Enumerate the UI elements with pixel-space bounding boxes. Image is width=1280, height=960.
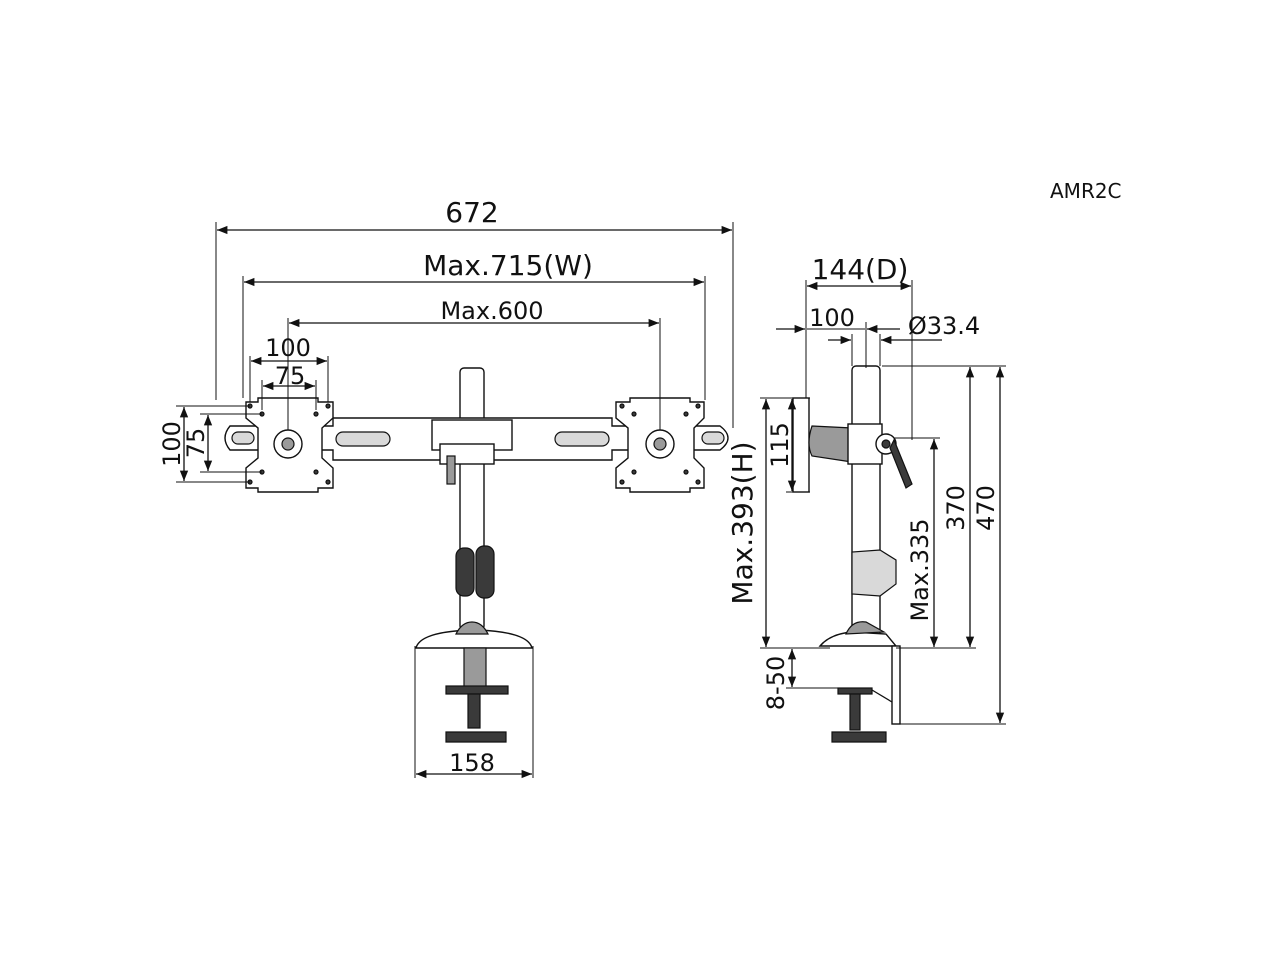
dim-vesa-100-vertical: 100	[158, 421, 186, 467]
front-clamp-foot	[445, 731, 507, 743]
front-clamp-screw	[467, 693, 481, 729]
dim-vesa-75-vertical: 75	[182, 428, 210, 459]
front-slot-1	[231, 431, 255, 445]
front-slot-3	[554, 431, 610, 447]
front-vesa-hub-right-inner	[653, 437, 667, 451]
front-slot-4	[701, 431, 725, 445]
front-clamp-plate	[445, 685, 509, 695]
dim-vesa-100: 100	[265, 334, 311, 362]
front-base-collar	[455, 621, 489, 635]
dim-height-470: 470	[972, 485, 1000, 531]
side-clamp-screw	[849, 693, 861, 731]
dim-base-width: 158	[449, 749, 495, 777]
model-code: AMR2C	[1050, 179, 1122, 203]
front-pole-grip-left	[455, 547, 475, 597]
side-base-collar	[845, 621, 887, 635]
side-clamp-foot	[831, 731, 887, 743]
front-view: 672 Max.715(W) Max.600 100 75 100 75	[158, 196, 734, 779]
side-tilt-lever	[889, 438, 913, 489]
side-clamp-plate	[837, 687, 873, 695]
dim-max-arm-span: Max.600	[440, 297, 543, 325]
front-pole-grip-right	[475, 545, 495, 599]
front-vesa-hub-left-inner	[281, 437, 295, 451]
side-view: 144(D) 100 Ø33.4 115 Max.393(H) Max.335 …	[726, 253, 1006, 743]
dim-pole-diameter: Ø33.4	[908, 312, 980, 340]
side-vesa-plate	[792, 397, 810, 493]
dim-max-width: Max.715(W)	[423, 249, 593, 282]
dim-vesa-75: 75	[275, 362, 306, 390]
dim-height-370: 370	[942, 485, 970, 531]
dim-overall-width: 672	[445, 196, 498, 229]
dim-depth: 144(D)	[812, 253, 909, 286]
front-hub-knob	[446, 455, 456, 485]
side-base	[818, 631, 898, 647]
dim-clamp-range: 8-50	[762, 656, 790, 710]
dim-plate-height: 115	[766, 422, 794, 468]
side-tilt-head	[808, 425, 853, 463]
front-clamp-body	[463, 647, 487, 689]
front-slot-2	[335, 431, 391, 447]
side-clamp-back	[891, 645, 901, 725]
dim-offset-100: 100	[809, 304, 855, 332]
dim-max-335: Max.335	[906, 518, 934, 621]
dim-max-height: Max.393(H)	[726, 441, 759, 604]
side-pole-grip	[851, 549, 897, 597]
